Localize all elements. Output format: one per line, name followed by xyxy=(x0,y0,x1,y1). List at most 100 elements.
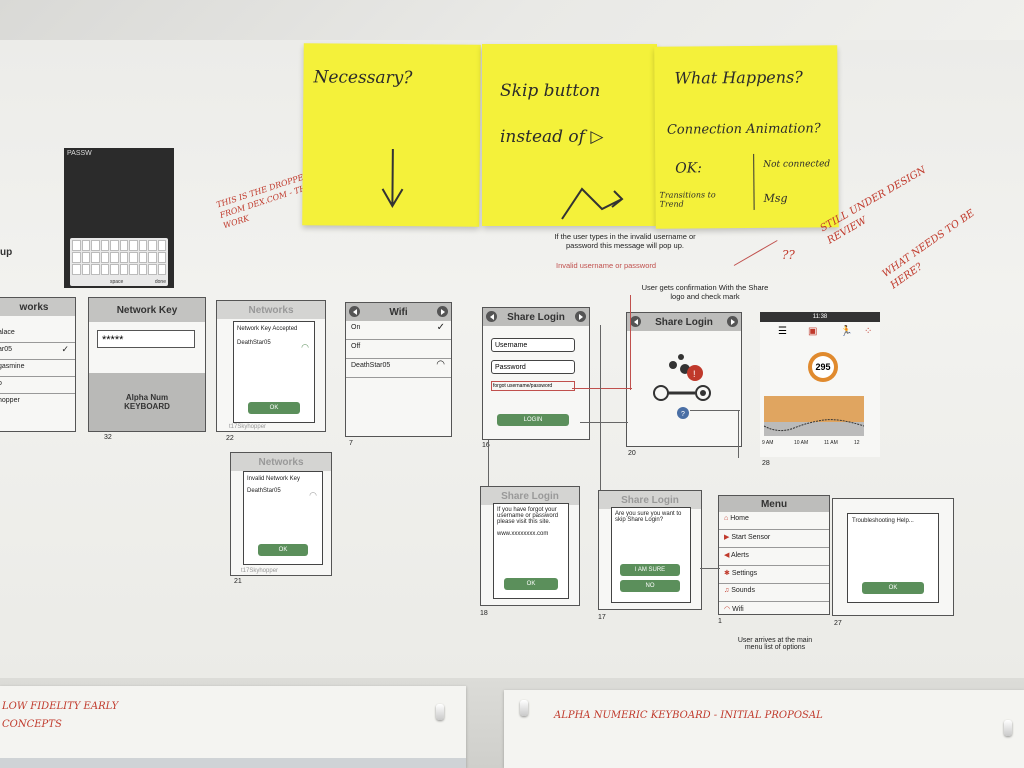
ok-button[interactable]: OK xyxy=(258,544,308,556)
keyboard-photo-label: PASSW xyxy=(67,150,92,157)
alert-icon: ◀ xyxy=(724,552,731,559)
svg-text:!: ! xyxy=(693,369,696,379)
wifi-off-row[interactable]: Off xyxy=(346,340,451,359)
ok-button[interactable]: OK xyxy=(504,578,558,590)
network-accepted-dialog: Network Key Accepted DeathStar05 ◠ OK xyxy=(233,321,315,423)
connector-line xyxy=(580,422,628,423)
wifi-title: Wifi xyxy=(389,306,408,318)
back-arrow-icon[interactable] xyxy=(486,311,497,322)
alpha-num-keyboard: Alpha Num KEYBOARD xyxy=(89,373,205,431)
svg-text:?: ? xyxy=(681,411,685,418)
ok-button[interactable]: OK xyxy=(248,402,300,414)
share-login-skip-screen: Share Login Are you sure you want to ski… xyxy=(598,490,702,610)
check-icon: ✓ xyxy=(61,344,69,354)
keyboard-photo: PASSW space done xyxy=(64,148,174,288)
network-row: o xyxy=(0,377,75,394)
menu-item-home[interactable]: ⌂ Home xyxy=(719,512,829,530)
menu-icon[interactable]: ☰ xyxy=(778,326,787,337)
menu-note: User arrives at the main menu list of op… xyxy=(737,637,813,651)
keyboard-done-label: done xyxy=(154,279,166,285)
networks-partial-title: works xyxy=(19,301,49,313)
check-icon: ✓ xyxy=(436,322,445,333)
wifi-icon: ◠ xyxy=(436,359,445,370)
bottom-right-card: ALPHA NUMERIC KEYBOARD - INITIAL PROPOSA… xyxy=(504,690,1024,768)
ok-button[interactable]: OK xyxy=(862,582,924,594)
curved-arrow-icon xyxy=(561,187,624,220)
troubleshooting-screen: Troubleshooting Help... OK xyxy=(832,498,954,616)
wifi-header: Wifi xyxy=(346,303,451,321)
screen-number: 21 xyxy=(234,578,242,585)
share-logo-icon: ! ? xyxy=(653,354,711,419)
network-row: ar05✓ xyxy=(0,343,75,360)
sticky-msg: Msg xyxy=(763,191,788,205)
wifi-screen: Wifi On✓ Off DeathStar05◠ xyxy=(345,302,452,437)
network-key-screen: Network Key ***** Alpha Num KEYBOARD xyxy=(88,297,206,432)
sticky-what-happens-line1: What Happens? xyxy=(674,67,803,88)
screen-number: 1 xyxy=(718,618,722,625)
wifi-icon: ◠ xyxy=(309,490,317,500)
menu-item-sounds[interactable]: ♫ Sounds xyxy=(719,584,829,602)
music-icon: ♫ xyxy=(724,587,732,594)
wifi-network-row[interactable]: DeathStar05◠ xyxy=(346,359,451,378)
back-arrow-icon[interactable] xyxy=(349,306,360,317)
glucose-value-badge: 295 xyxy=(808,352,838,382)
sticky-divider xyxy=(753,153,755,210)
screen-number: 17 xyxy=(598,614,606,621)
sticky-ok-sub: Transitions to Trend xyxy=(659,190,716,209)
wifi-on-row[interactable]: On✓ xyxy=(346,321,451,340)
runner-icon: 🏃 xyxy=(840,326,853,337)
sticky-necessary-text: Necessary? xyxy=(313,67,413,89)
share-login-forgot-screen: Share Login If you have forgot your user… xyxy=(480,486,580,606)
networks-invalid-screen: Networks Invalid Network Key DeathStar05… xyxy=(230,452,332,576)
sticky-ok: OK: xyxy=(675,160,702,177)
screen-number: 16 xyxy=(482,442,490,449)
back-arrow-icon[interactable] xyxy=(630,316,641,327)
forgot-dialog: If you have forgot your username or pass… xyxy=(493,503,569,599)
menu-item-start-sensor[interactable]: ▶ Start Sensor xyxy=(719,530,829,548)
network-invalid-dialog: Invalid Network Key DeathStar05 ◠ OK xyxy=(243,471,323,565)
forward-arrow-icon[interactable] xyxy=(575,311,586,322)
connector-line xyxy=(690,410,740,411)
question-marks: ?? xyxy=(782,248,795,262)
menu-item-wifi[interactable]: ◠ Wifi xyxy=(724,606,744,613)
home-icon: ⌂ xyxy=(724,515,731,522)
screen-number: 7 xyxy=(349,440,353,447)
sensor-icon: ▣ xyxy=(808,326,818,337)
troubleshooting-dialog: Troubleshooting Help... OK xyxy=(847,513,939,603)
screen-number: 32 xyxy=(104,434,112,441)
forward-arrow-icon[interactable] xyxy=(437,306,448,317)
forgot-link[interactable]: forgot username/password xyxy=(491,381,575,391)
connector-line xyxy=(630,295,631,390)
wifi-icon: ◠ xyxy=(301,342,309,352)
networks-partial-header: works xyxy=(0,298,75,316)
push-pin xyxy=(1004,720,1012,736)
sticky-skip-button: Skip button instead of ▷ xyxy=(482,44,657,226)
play-icon: ▶ xyxy=(724,534,732,541)
menu-screen: Menu ⌂ Home ▶ Start Sensor ◀ Alerts ✱ Se… xyxy=(718,495,830,615)
sticky-what-happens-line2: Connection Animation? xyxy=(666,121,821,138)
bottom-right-label: ALPHA NUMERIC KEYBOARD - INITIAL PROPOSA… xyxy=(554,710,823,721)
trend-topbar: 11:38 xyxy=(760,312,880,322)
push-pin xyxy=(436,704,444,720)
menu-item-settings[interactable]: ✱ Settings xyxy=(719,566,829,584)
screen-number: 18 xyxy=(480,610,488,617)
password-field[interactable]: Password xyxy=(491,360,575,374)
forward-arrow-icon[interactable] xyxy=(727,316,738,327)
keyboard-keys: space done xyxy=(70,238,168,286)
username-field[interactable]: Username xyxy=(491,338,575,352)
sticky-not-connected: Not connected xyxy=(763,159,831,170)
networks-accepted-screen: Networks Network Key Accepted DeathStar0… xyxy=(216,300,326,432)
networks-partial-screen: works alace ar05✓ gasmine o hopper xyxy=(0,297,76,432)
network-key-header: Network Key xyxy=(89,298,205,322)
network-key-input: ***** xyxy=(97,330,195,348)
skip-dialog: Are you sure you want to skip Share Logi… xyxy=(611,507,691,603)
down-arrow-icon xyxy=(381,149,404,208)
login-button[interactable]: LOGIN xyxy=(497,414,569,426)
screen-number: 27 xyxy=(834,620,842,627)
i-am-sure-button[interactable]: I AM SURE xyxy=(620,564,680,576)
left-edge-label: up xyxy=(0,247,13,258)
confirm-note: User gets confirmation With the Share lo… xyxy=(641,283,769,301)
menu-item-alerts[interactable]: ◀ Alerts xyxy=(719,548,829,566)
push-pin xyxy=(520,700,528,716)
no-button[interactable]: NO xyxy=(620,580,680,592)
